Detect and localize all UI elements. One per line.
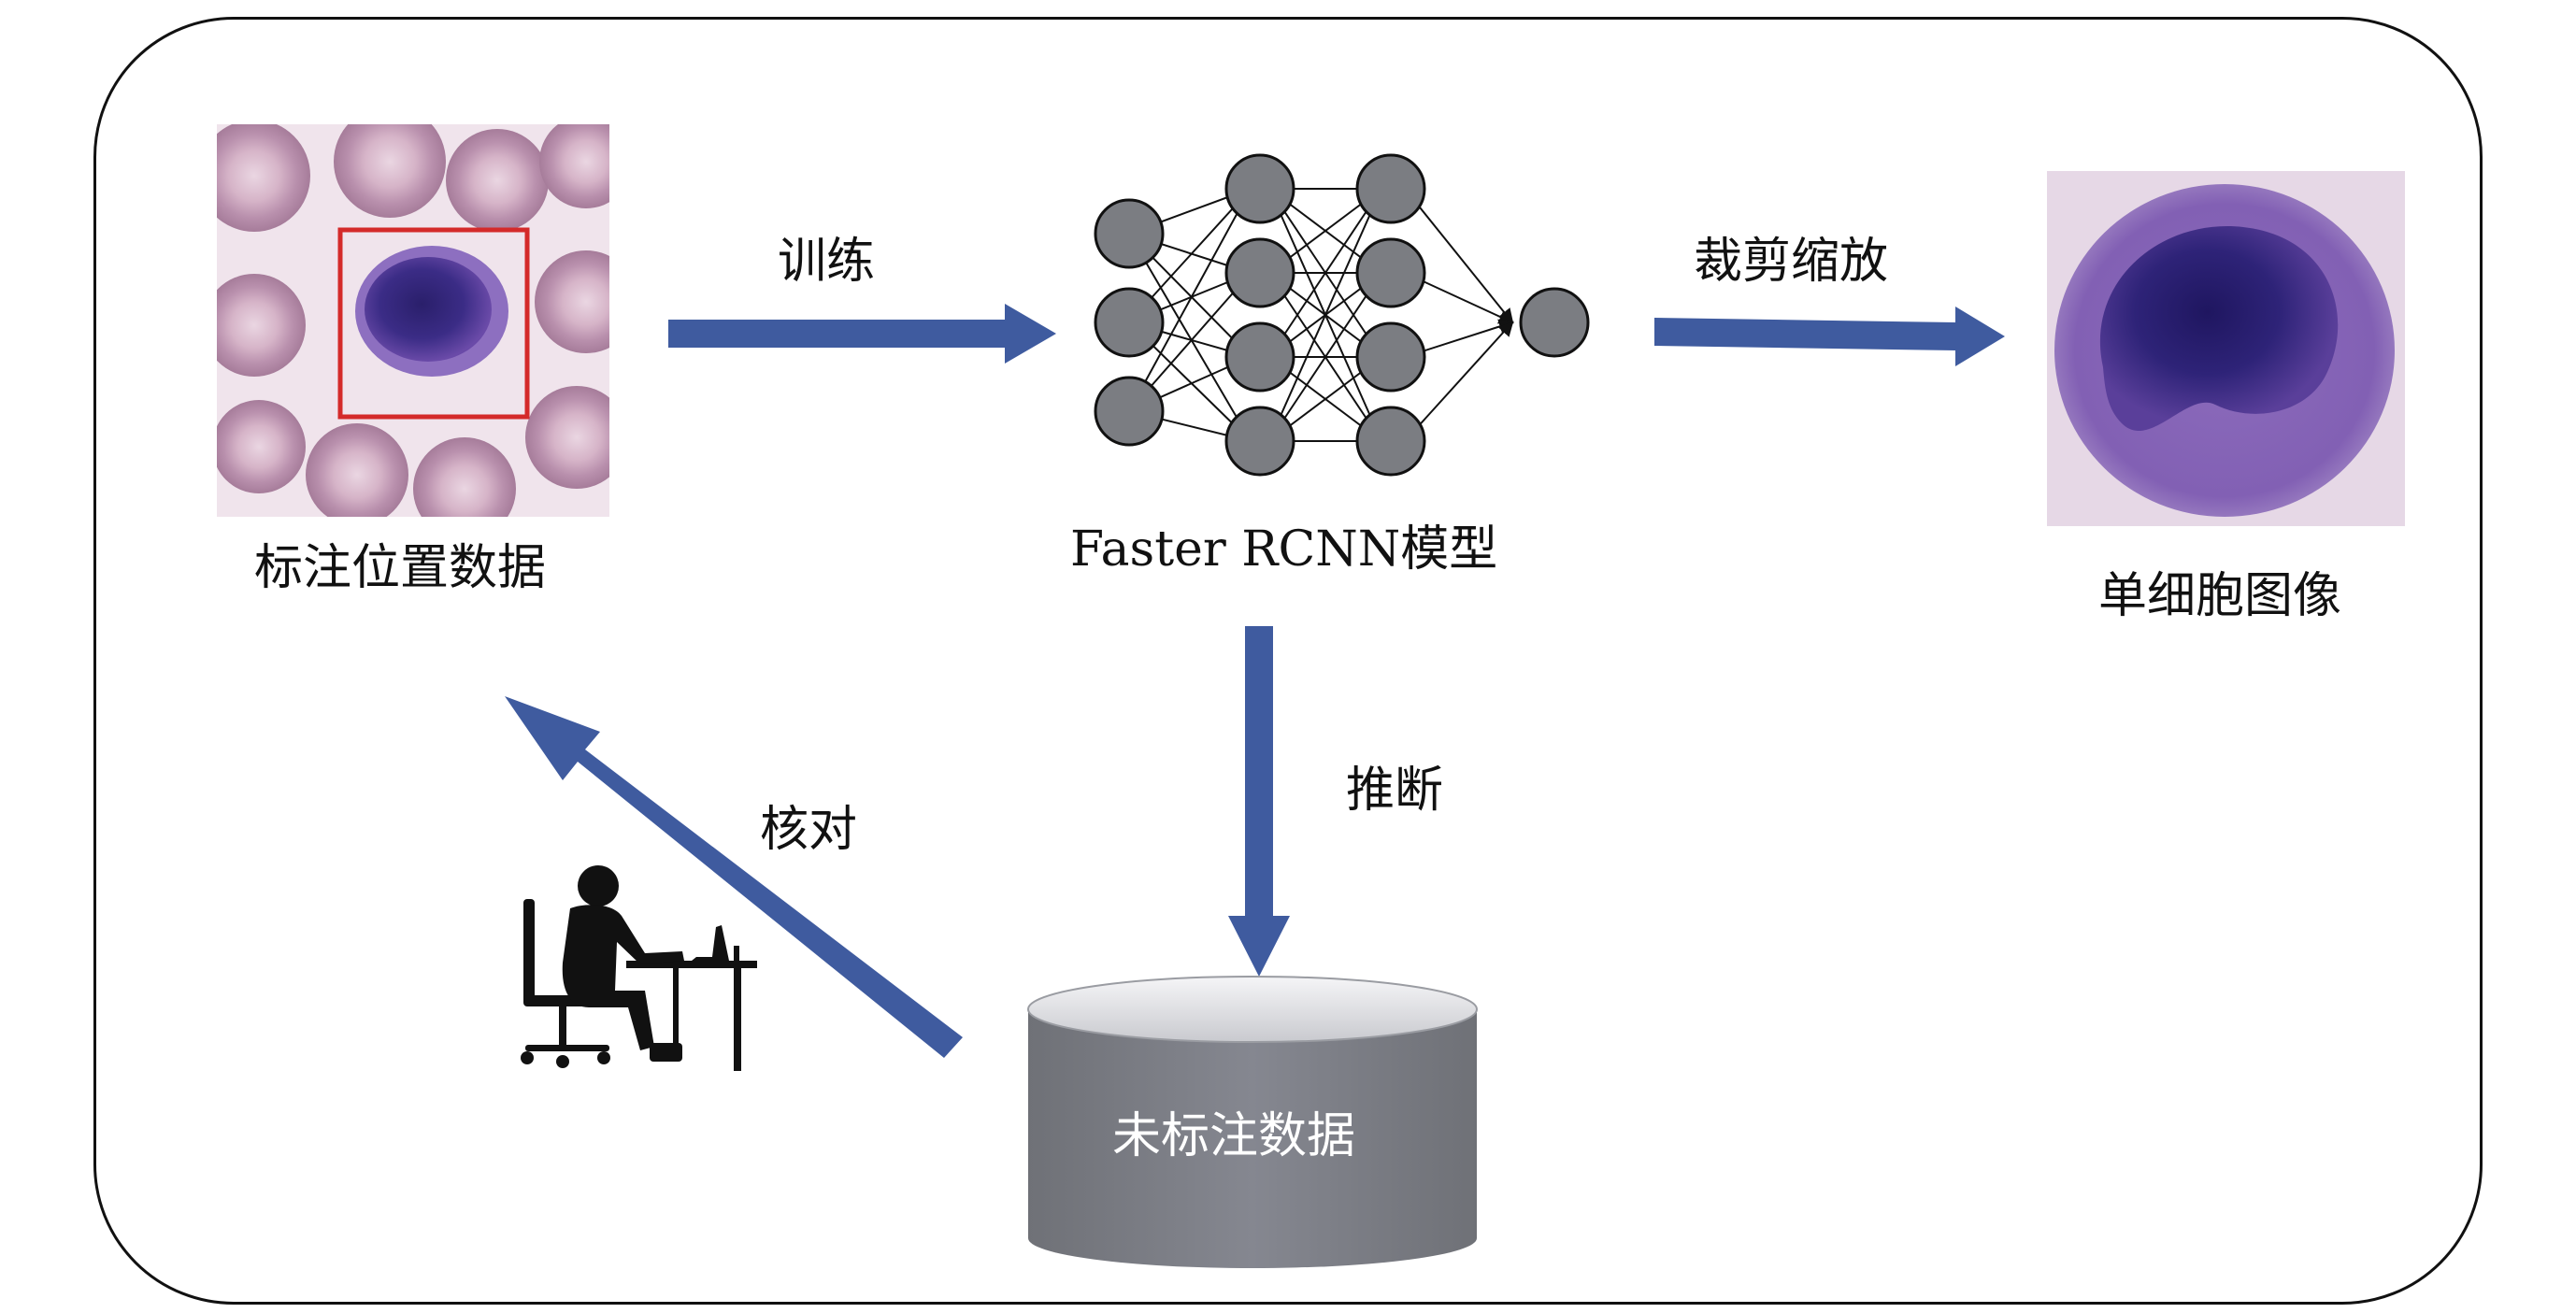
hidden-layer-2-nodes — [1355, 153, 1426, 477]
single-cell-image — [2047, 171, 2405, 526]
hidden-layer-1-nodes — [1224, 153, 1295, 477]
bounding-box — [337, 227, 530, 420]
crop-scale-arrow — [1654, 307, 2005, 366]
verify-arrow — [505, 696, 963, 1058]
database-cylinder-icon — [1027, 976, 1478, 1268]
cell-nucleus — [2099, 226, 2339, 432]
person-at-desk-icon — [521, 865, 757, 1071]
inference-arrow — [1228, 626, 1290, 977]
annotation-data-label: 标注位置数据 — [254, 540, 547, 596]
white-blood-cell — [355, 246, 508, 377]
train-label: 训练 — [778, 234, 876, 290]
unlabeled-data-label: 未标注数据 — [1112, 1108, 1356, 1164]
edges-layer-3-4 — [1404, 188, 1514, 442]
diagram-frame — [93, 17, 2483, 1305]
edges-layer-2-3 — [1268, 181, 1383, 449]
neural-network-icon — [1094, 153, 1590, 477]
input-layer-nodes — [1094, 198, 1165, 447]
red-blood-cells — [217, 124, 609, 517]
model-label: Faster RCNN模型 — [1070, 521, 1498, 578]
verify-label: 核对 — [760, 802, 858, 858]
train-arrow — [668, 304, 1056, 364]
single-cell-label: 单细胞图像 — [2098, 568, 2342, 624]
crop-scale-label: 裁剪缩放 — [1694, 234, 1889, 290]
output-node — [1519, 287, 1590, 358]
blood-smear-image — [217, 124, 609, 517]
inference-label: 推断 — [1346, 763, 1444, 819]
